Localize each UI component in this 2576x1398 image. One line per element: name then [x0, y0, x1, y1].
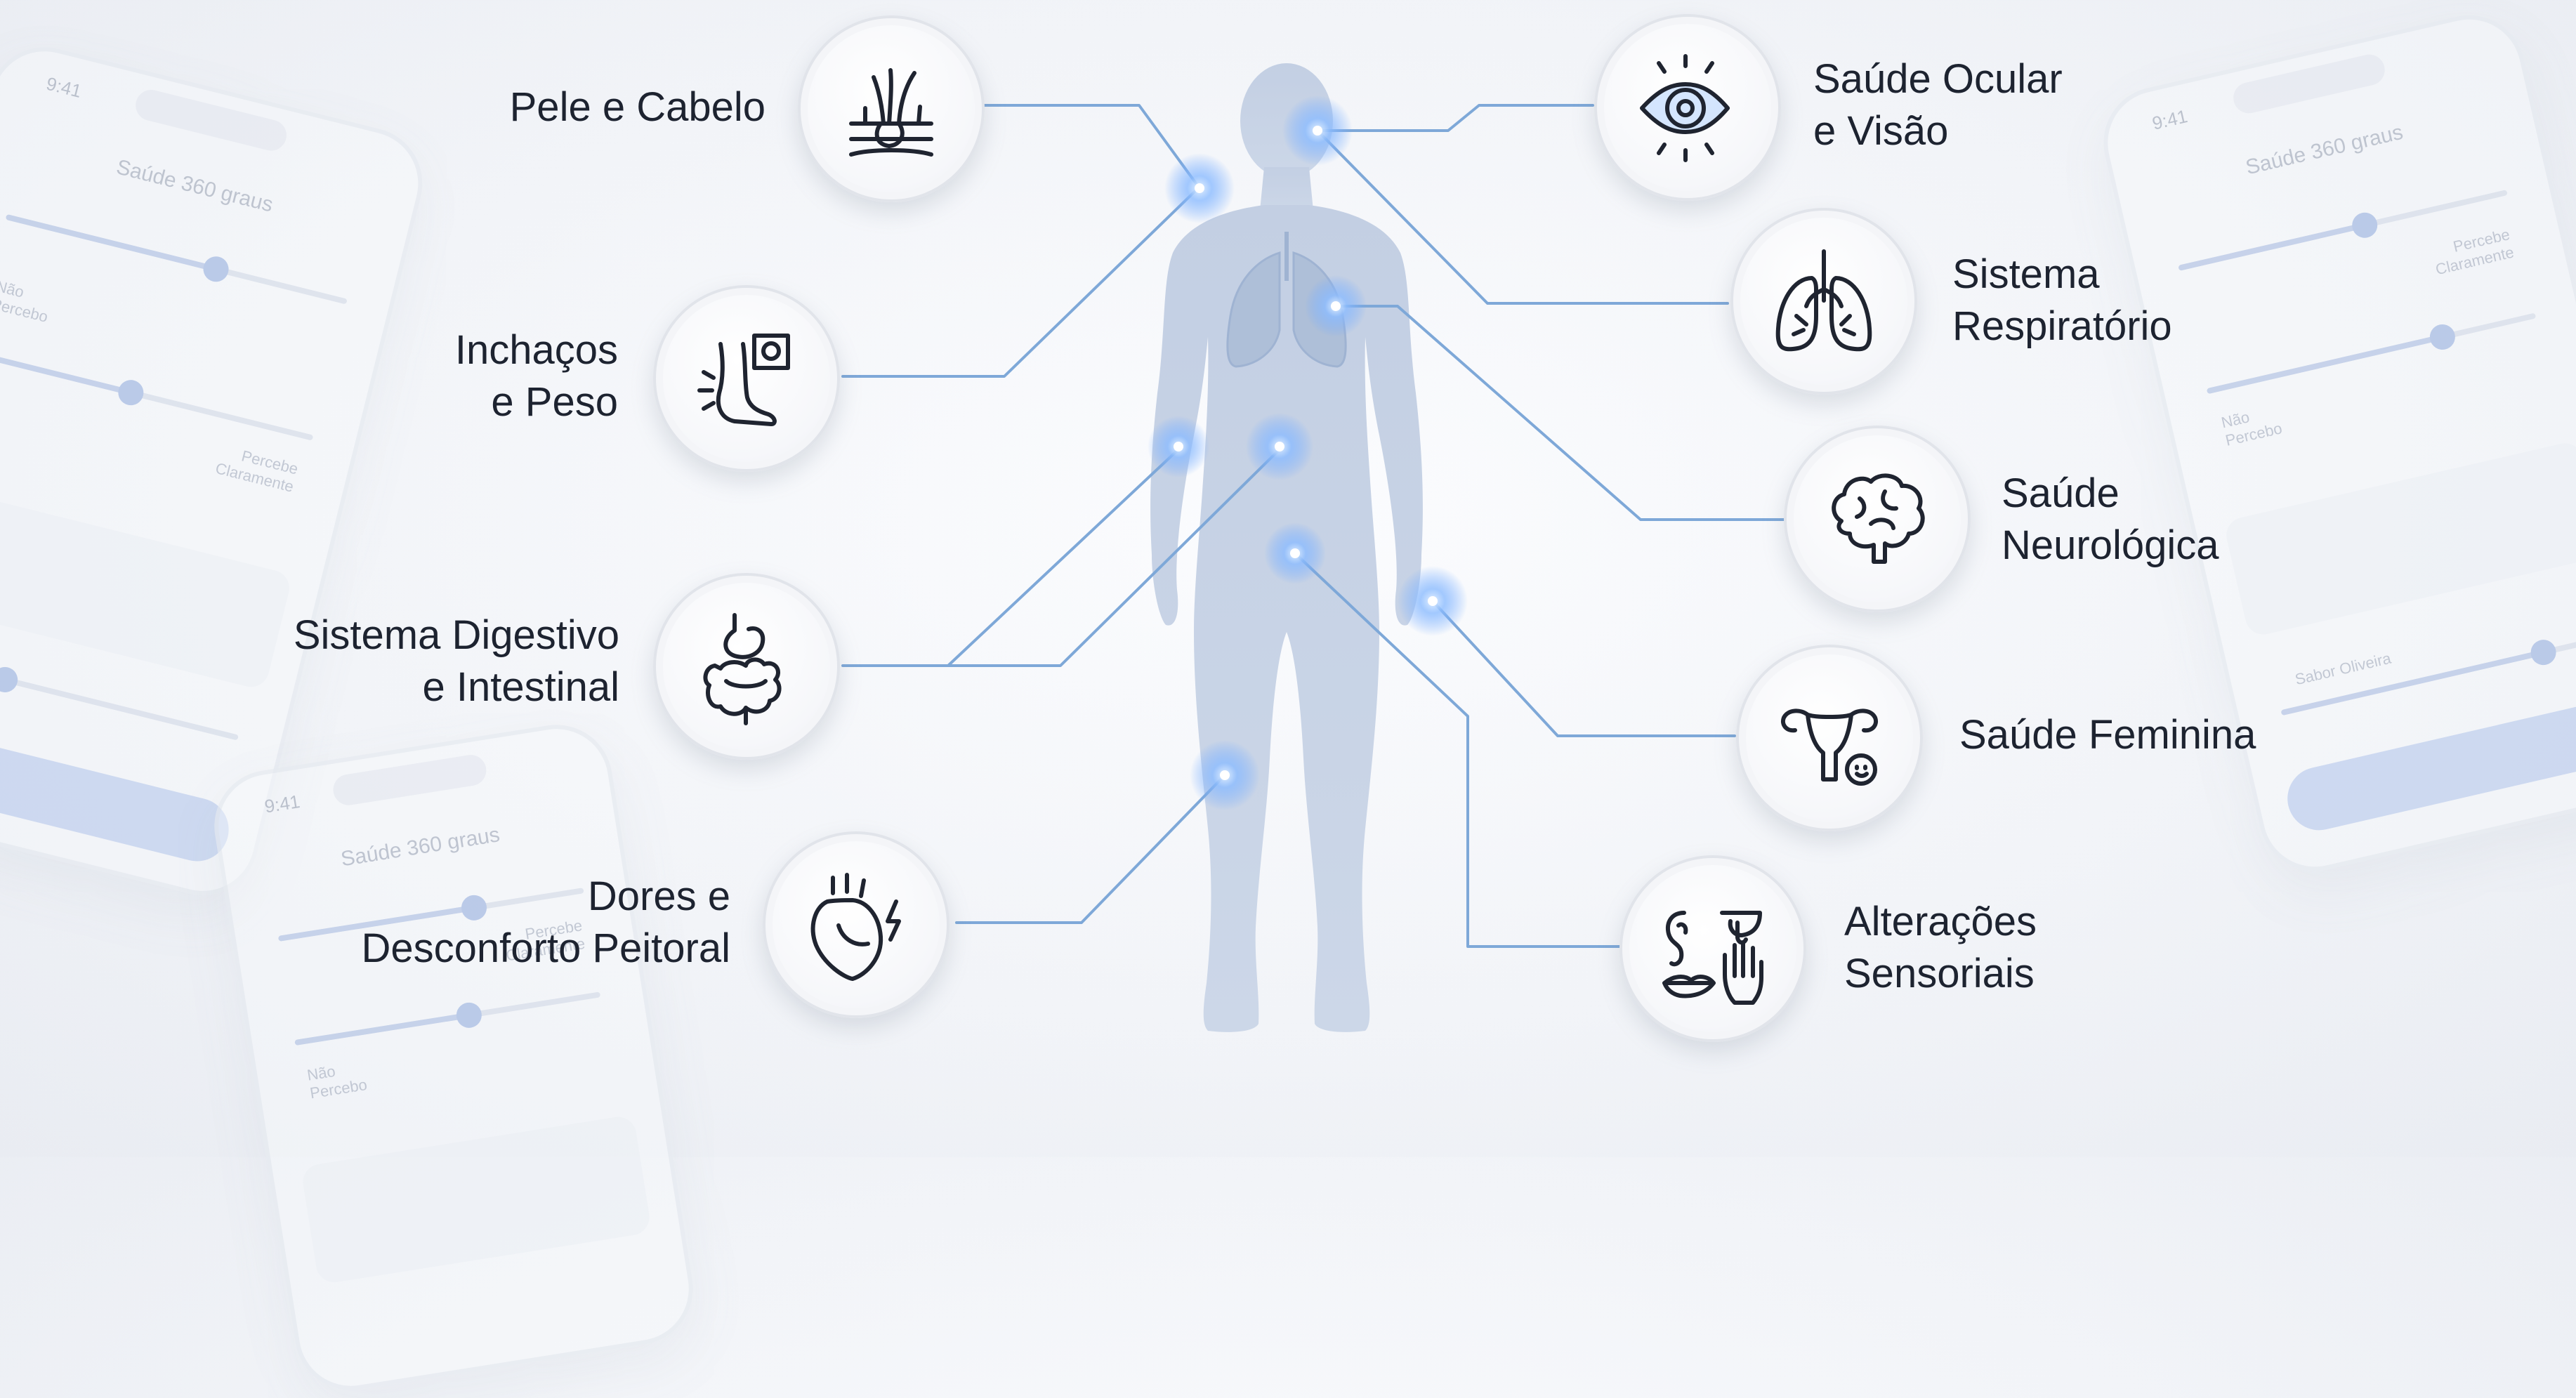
connector-ocular: [1316, 104, 1594, 132]
label-ocular: Saúde Ocular e Visão: [1813, 53, 2063, 157]
swollen-leg-scale-icon: [653, 285, 840, 472]
senses-icon: [1619, 855, 1806, 1042]
human-silhouette: [1150, 63, 1423, 1032]
label-ocular-line2: e Visão: [1813, 108, 1949, 154]
eye-icon: [1594, 14, 1781, 201]
uterus-icon: [1736, 645, 1923, 831]
label-inchacos-line1: Inchaços: [454, 327, 618, 373]
connector-sensoriais: [1294, 552, 1621, 948]
label-respiratorio-line1: Sistema: [1952, 251, 2100, 297]
label-pele-line1: Pele e Cabelo: [509, 84, 765, 130]
label-digestivo-line1: Sistema Digestivo: [293, 612, 619, 658]
connector-feminina: [1431, 600, 1736, 737]
hair-skin-icon: [798, 15, 985, 202]
label-inchacos-line2: e Peso: [491, 379, 618, 425]
label-respiratorio-line2: Respiratório: [1952, 303, 2172, 349]
label-dores: Dores e Desconforto Peitoral: [362, 871, 730, 975]
label-dores-line1: Dores e: [587, 873, 730, 919]
connector-inchacos: [841, 187, 1200, 378]
label-neurologica: Saúde Neurológica: [2002, 468, 2219, 572]
label-neurologica-line2: Neurológica: [2002, 522, 2219, 568]
label-sensoriais-line2: Sensoriais: [1844, 951, 2035, 996]
heart-pain-icon: [763, 831, 949, 1018]
label-sensoriais: Alterações Sensoriais: [1844, 896, 2037, 1000]
digestive-system-icon: [653, 573, 840, 760]
connector-dores: [955, 774, 1226, 924]
body-diagram: [841, 63, 1785, 1032]
label-sensoriais-line1: Alterações: [1844, 899, 2037, 944]
brain-icon: [1784, 426, 1971, 612]
infographic: 9:41 Saúde 360 graus Não Percebo Percebe…: [0, 4, 2576, 1398]
label-respiratorio: Sistema Respiratório: [1952, 249, 2172, 352]
label-ocular-line1: Saúde Ocular: [1813, 56, 2063, 102]
label-neurologica-line1: Saúde: [2002, 470, 2120, 516]
label-feminina-line1: Saúde Feminina: [1959, 712, 2256, 758]
connector-digestivo-b: [947, 448, 1281, 667]
label-pele: Pele e Cabelo: [510, 81, 765, 133]
glow-nodes: [1148, 95, 1468, 810]
connector-ocular-resp: [1316, 129, 1729, 305]
label-feminina: Saúde Feminina: [1959, 709, 2256, 761]
label-inchacos: Inchaços e Peso: [455, 324, 618, 428]
lungs-icon: [1730, 208, 1917, 395]
label-digestivo: Sistema Digestivo e Intestinal: [294, 609, 619, 713]
connector-digestivo-a: [841, 448, 1180, 667]
label-dores-line2: Desconforto Peitoral: [361, 925, 730, 971]
label-digestivo-line2: e Intestinal: [422, 664, 619, 710]
